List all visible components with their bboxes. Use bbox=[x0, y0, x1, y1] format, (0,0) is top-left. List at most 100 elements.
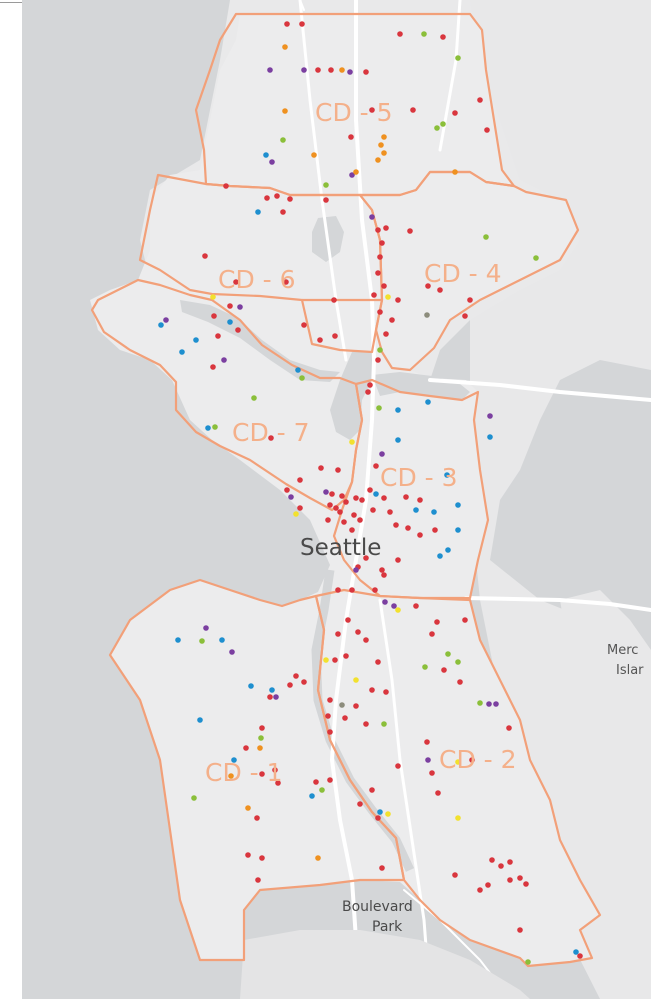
incident-point[interactable] bbox=[203, 625, 209, 631]
incident-point[interactable] bbox=[425, 283, 431, 289]
incident-point[interactable] bbox=[284, 487, 290, 493]
incident-point[interactable] bbox=[237, 304, 243, 310]
incident-point[interactable] bbox=[318, 465, 324, 471]
incident-point[interactable] bbox=[205, 425, 211, 431]
incident-point[interactable] bbox=[210, 364, 216, 370]
incident-point[interactable] bbox=[486, 701, 492, 707]
incident-point[interactable] bbox=[245, 805, 251, 811]
incident-point[interactable] bbox=[385, 294, 391, 300]
incident-point[interactable] bbox=[391, 603, 397, 609]
incident-point[interactable] bbox=[525, 959, 531, 965]
incident-point[interactable] bbox=[377, 809, 383, 815]
incident-point[interactable] bbox=[245, 852, 251, 858]
incident-point[interactable] bbox=[385, 811, 391, 817]
incident-point[interactable] bbox=[275, 780, 281, 786]
incident-point[interactable] bbox=[280, 137, 286, 143]
incident-point[interactable] bbox=[323, 489, 329, 495]
incident-point[interactable] bbox=[403, 494, 409, 500]
incident-point[interactable] bbox=[445, 651, 451, 657]
incident-point[interactable] bbox=[335, 467, 341, 473]
incident-point[interactable] bbox=[231, 757, 237, 763]
incident-point[interactable] bbox=[235, 327, 241, 333]
incident-point[interactable] bbox=[287, 682, 293, 688]
incident-point[interactable] bbox=[422, 664, 428, 670]
incident-point[interactable] bbox=[367, 382, 373, 388]
incident-point[interactable] bbox=[327, 729, 333, 735]
incident-point[interactable] bbox=[389, 317, 395, 323]
incident-point[interactable] bbox=[395, 437, 401, 443]
incident-point[interactable] bbox=[353, 495, 359, 501]
incident-point[interactable] bbox=[381, 572, 387, 578]
incident-point[interactable] bbox=[219, 637, 225, 643]
incident-point[interactable] bbox=[345, 617, 351, 623]
incident-point[interactable] bbox=[341, 519, 347, 525]
incident-point[interactable] bbox=[274, 193, 280, 199]
incident-point[interactable] bbox=[477, 700, 483, 706]
incident-point[interactable] bbox=[355, 629, 361, 635]
incident-point[interactable] bbox=[452, 110, 458, 116]
incident-point[interactable] bbox=[455, 659, 461, 665]
incident-point[interactable] bbox=[424, 739, 430, 745]
incident-point[interactable] bbox=[327, 777, 333, 783]
incident-point[interactable] bbox=[452, 169, 458, 175]
incident-point[interactable] bbox=[343, 653, 349, 659]
incident-point[interactable] bbox=[573, 949, 579, 955]
incident-point[interactable] bbox=[477, 887, 483, 893]
incident-point[interactable] bbox=[377, 309, 383, 315]
incident-point[interactable] bbox=[440, 34, 446, 40]
incident-point[interactable] bbox=[381, 283, 387, 289]
incident-point[interactable] bbox=[379, 240, 385, 246]
incident-point[interactable] bbox=[405, 525, 411, 531]
incident-point[interactable] bbox=[212, 424, 218, 430]
incident-point[interactable] bbox=[455, 55, 461, 61]
incident-point[interactable] bbox=[369, 687, 375, 693]
incident-point[interactable] bbox=[393, 522, 399, 528]
incident-point[interactable] bbox=[407, 228, 413, 234]
incident-point[interactable] bbox=[462, 313, 468, 319]
incident-point[interactable] bbox=[263, 152, 269, 158]
incident-point[interactable] bbox=[158, 322, 164, 328]
incident-point[interactable] bbox=[395, 407, 401, 413]
incident-point[interactable] bbox=[259, 771, 265, 777]
incident-point[interactable] bbox=[254, 815, 260, 821]
incident-point[interactable] bbox=[227, 303, 233, 309]
incident-point[interactable] bbox=[383, 331, 389, 337]
incident-point[interactable] bbox=[267, 694, 273, 700]
incident-point[interactable] bbox=[382, 599, 388, 605]
incident-point[interactable] bbox=[455, 527, 461, 533]
incident-point[interactable] bbox=[377, 254, 383, 260]
incident-point[interactable] bbox=[365, 389, 371, 395]
incident-point[interactable] bbox=[272, 767, 278, 773]
incident-point[interactable] bbox=[280, 209, 286, 215]
incident-point[interactable] bbox=[431, 509, 437, 515]
incident-point[interactable] bbox=[297, 477, 303, 483]
incident-point[interactable] bbox=[437, 553, 443, 559]
incident-point[interactable] bbox=[202, 253, 208, 259]
incident-point[interactable] bbox=[255, 877, 261, 883]
incident-point[interactable] bbox=[293, 511, 299, 517]
incident-point[interactable] bbox=[441, 667, 447, 673]
incident-point[interactable] bbox=[425, 757, 431, 763]
incident-point[interactable] bbox=[323, 657, 329, 663]
incident-point[interactable] bbox=[328, 67, 334, 73]
incident-point[interactable] bbox=[284, 21, 290, 27]
incident-point[interactable] bbox=[517, 875, 523, 881]
incident-point[interactable] bbox=[434, 125, 440, 131]
incident-point[interactable] bbox=[395, 297, 401, 303]
incident-point[interactable] bbox=[375, 815, 381, 821]
incident-point[interactable] bbox=[363, 637, 369, 643]
incident-point[interactable] bbox=[301, 67, 307, 73]
incident-point[interactable] bbox=[343, 499, 349, 505]
incident-point[interactable] bbox=[175, 637, 181, 643]
incident-point[interactable] bbox=[517, 927, 523, 933]
incident-point[interactable] bbox=[452, 872, 458, 878]
incident-point[interactable] bbox=[353, 703, 359, 709]
incident-point[interactable] bbox=[375, 659, 381, 665]
incident-point[interactable] bbox=[507, 859, 513, 865]
incident-point[interactable] bbox=[367, 487, 373, 493]
incident-point[interactable] bbox=[349, 172, 355, 178]
incident-point[interactable] bbox=[297, 505, 303, 511]
incident-point[interactable] bbox=[444, 472, 450, 478]
incident-point[interactable] bbox=[487, 434, 493, 440]
incident-point[interactable] bbox=[301, 679, 307, 685]
